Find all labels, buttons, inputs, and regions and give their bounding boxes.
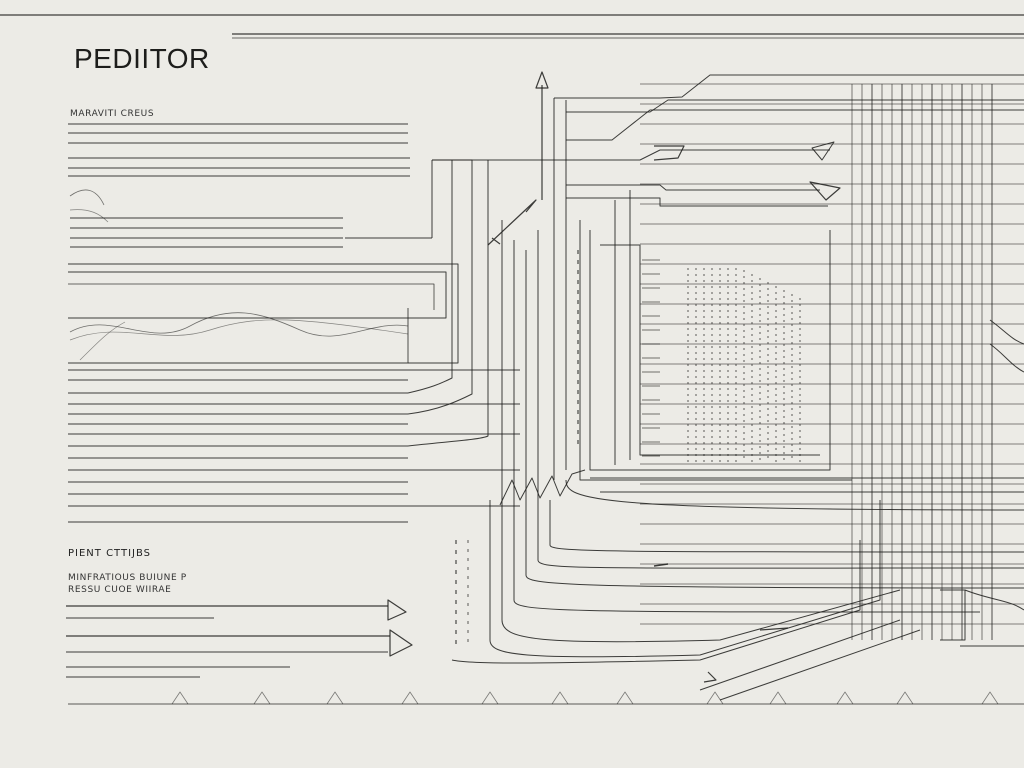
bottom-arrowhead-path	[387, 599, 407, 621]
wire-path	[566, 197, 828, 207]
bottom-mark-path	[401, 691, 419, 705]
flow-trace-path	[719, 629, 921, 701]
flow-arrow-path	[703, 671, 717, 683]
bottom-mark-path	[981, 691, 999, 705]
diagram-title: PEDIITOR	[74, 43, 210, 74]
bottom-mark-path	[836, 691, 854, 705]
flow-trace-path	[565, 479, 1024, 511]
contour-path	[989, 343, 1024, 373]
flow-trace-path	[451, 540, 861, 664]
flow-trace-path	[501, 505, 901, 643]
bottom-mark-path	[253, 691, 271, 705]
contour-path	[989, 319, 1024, 345]
bottom-mark-path	[481, 691, 499, 705]
wire-head-path	[811, 141, 835, 161]
note-line-1: MINFRATIOUS BUIUNE P	[68, 573, 187, 583]
zigzag-path	[499, 469, 586, 506]
frame-path	[600, 244, 820, 456]
arrowhead-up-path	[535, 71, 549, 89]
contour-path	[940, 589, 966, 641]
panel-frame-path	[68, 308, 409, 364]
flow-arrow-path	[759, 627, 789, 631]
connector-path	[407, 160, 453, 394]
bottom-mark-path	[706, 691, 724, 705]
note-line-2: RESSU CUOE WIIRAE	[68, 585, 172, 595]
bottom-arrowhead-path	[389, 629, 413, 657]
wire-head-path	[653, 145, 685, 161]
panel-frame-path	[68, 271, 447, 319]
flow-trace-path	[537, 500, 1024, 569]
panel-frame-path	[68, 283, 435, 310]
wire-path	[566, 99, 1024, 113]
scribble-path	[69, 209, 109, 223]
frame-path	[589, 230, 831, 471]
section-title: PIENT CTTIJBS	[68, 548, 152, 559]
bottom-mark-path	[616, 691, 634, 705]
flow-trace-path	[699, 619, 901, 691]
wire-path	[432, 149, 830, 161]
diagram-subtitle: MARAVITI CREUS	[70, 109, 155, 119]
flow-trace-path	[513, 505, 981, 613]
wave-path	[69, 312, 409, 337]
wire-path	[554, 74, 1024, 99]
flow-arrow-path	[653, 563, 669, 567]
bottom-mark-path	[171, 691, 189, 705]
angled-arrow-path	[487, 199, 537, 246]
flow-trace-path	[489, 500, 881, 658]
wire-head-path	[809, 181, 841, 201]
flow-trace-path	[549, 500, 1024, 553]
connector-path	[407, 160, 489, 447]
scribble-path	[69, 189, 105, 206]
wire-path	[566, 109, 1024, 141]
contour-path	[964, 589, 1024, 611]
flow-trace-path	[525, 500, 1024, 589]
wave-path	[79, 321, 126, 361]
panel-frame-path	[68, 263, 459, 364]
wire-path	[566, 184, 820, 191]
bottom-mark-path	[896, 691, 914, 705]
wave-path	[69, 319, 409, 341]
bottom-mark-path	[551, 691, 569, 705]
connector-path	[407, 159, 473, 415]
frame-path	[579, 220, 852, 481]
bottom-mark-path	[769, 691, 787, 705]
bottom-mark-path	[326, 691, 344, 705]
